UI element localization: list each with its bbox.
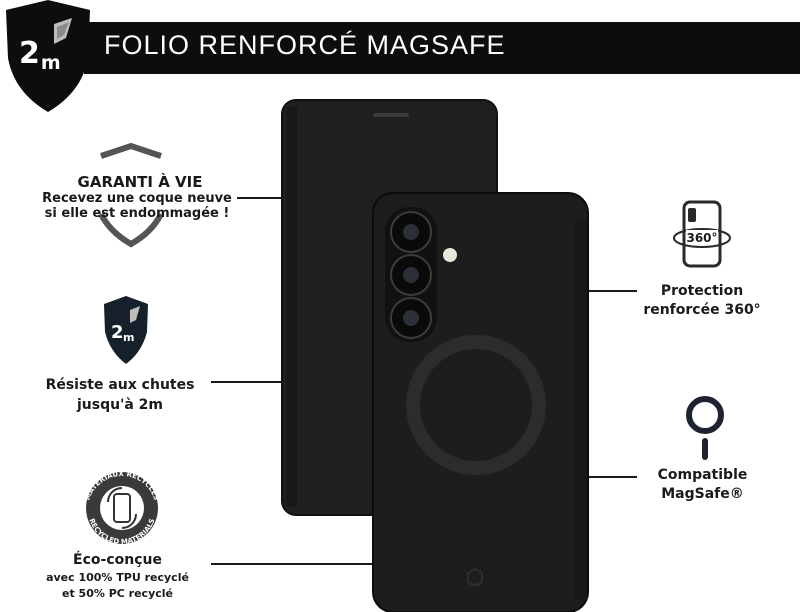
warranty-title: GARANTI À VIE: [77, 173, 203, 191]
warranty-pointer-line: [237, 197, 285, 199]
svg-text:2: 2: [111, 322, 124, 343]
magsafe-pointer-line: [585, 476, 637, 478]
eco-pointer-line: [211, 563, 376, 565]
shield-drop-icon: 2 m: [104, 296, 148, 364]
shield-outline-icon: [98, 142, 164, 248]
magsafe-ring-icon: [686, 396, 724, 460]
eco-description: avec 100% TPU recyclé et 50% PC recyclé: [46, 571, 189, 600]
recycled-materials-icon: MATÉRIAUX RECYCLÉS RECYCLED MATERIALS: [84, 470, 161, 546]
svg-text:m: m: [123, 331, 134, 344]
protection-pointer-line: [585, 290, 637, 292]
drop-pointer-line: [211, 381, 285, 383]
drop-resistance-text: Résiste aux chutes jusqu'à 2m: [45, 377, 195, 413]
title-banner: [84, 22, 800, 74]
drop-height-badge: 2m: [19, 36, 61, 74]
warranty-description: Recevez une coque neuve si elle est endo…: [42, 191, 232, 221]
folio-case-product-image: [281, 99, 589, 612]
drop-2m-shield-icon: [6, 0, 90, 112]
phone-rotate-360-icon: 360°: [673, 200, 731, 268]
svg-text:360°: 360°: [686, 231, 717, 245]
page-title: FOLIO RENFORCÉ MAGSAFE: [104, 30, 506, 60]
magsafe-compatible-text: Compatible MagSafe®: [657, 467, 748, 502]
eco-title: Éco-conçue: [73, 552, 162, 568]
protection-360-text: Protection renforcée 360°: [643, 283, 761, 318]
